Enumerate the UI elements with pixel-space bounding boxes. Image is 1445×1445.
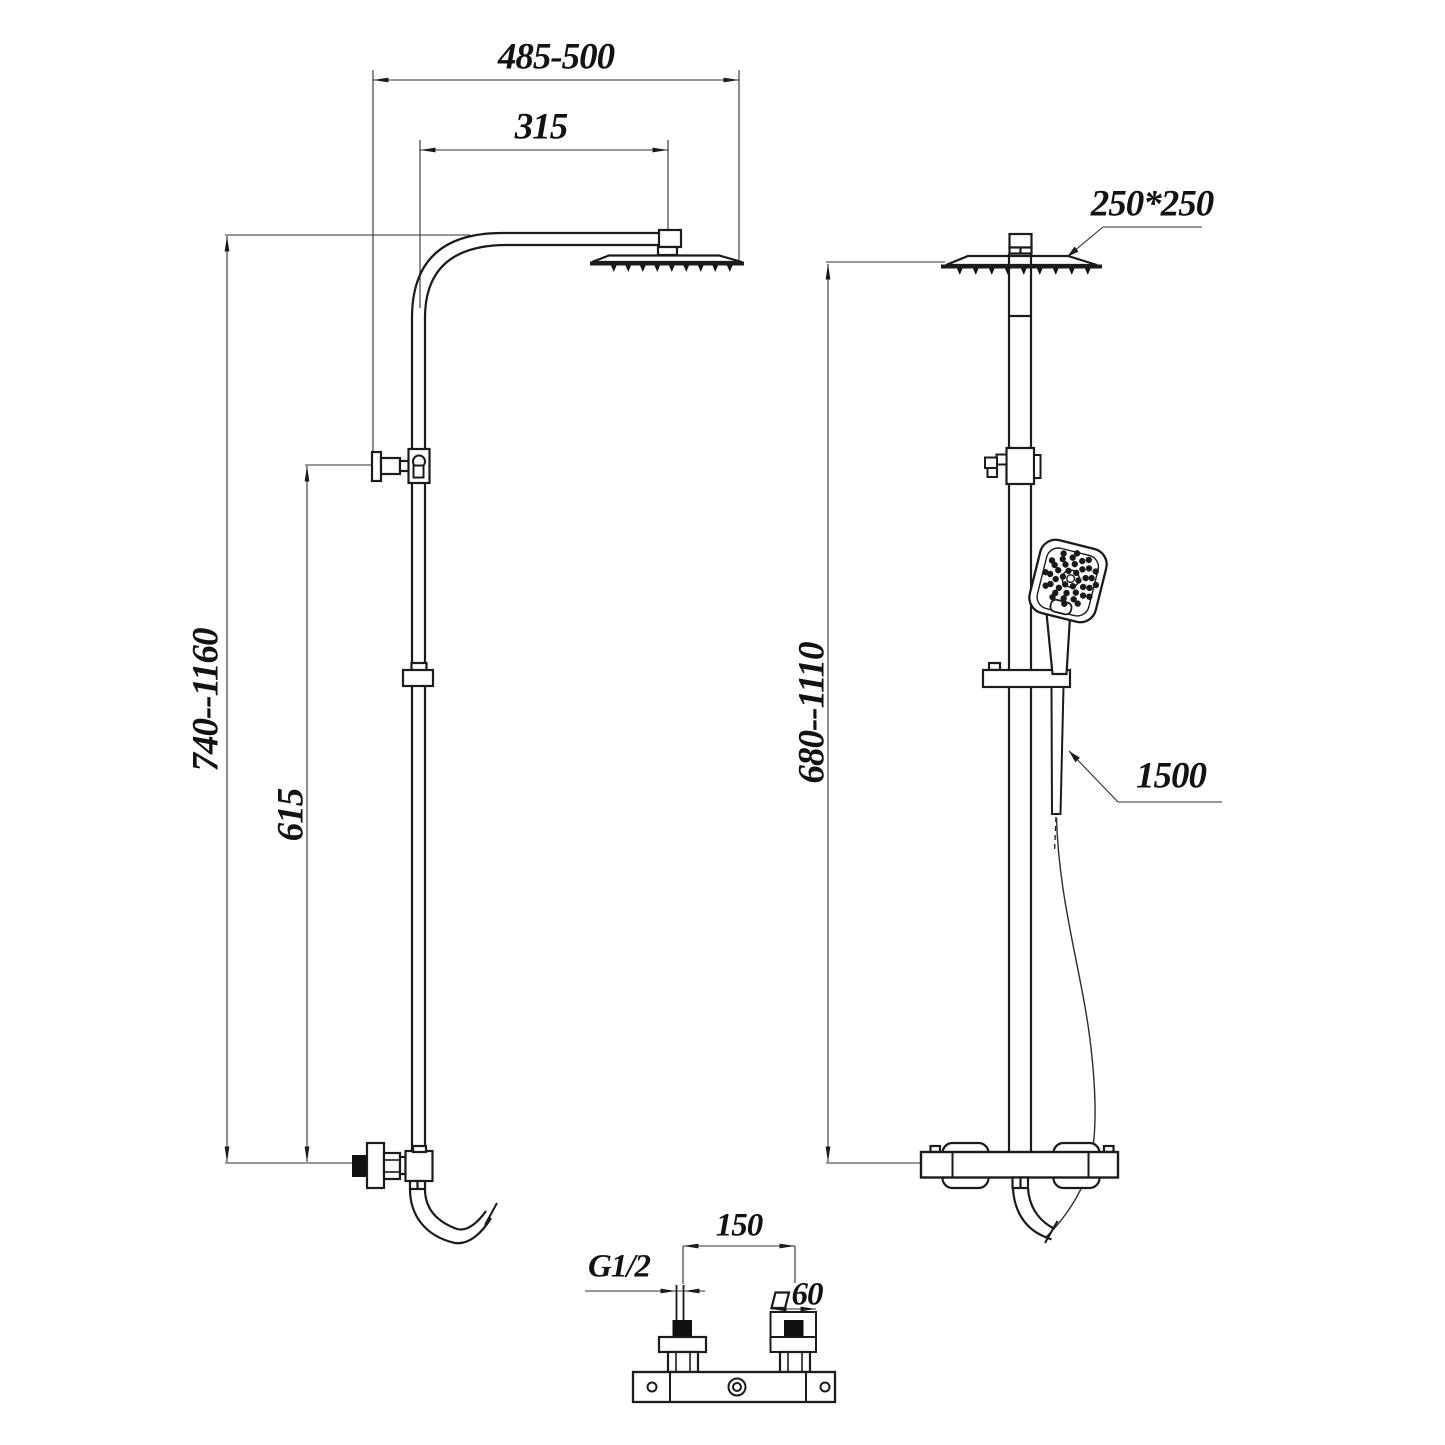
dim-inlet-spacing bbox=[682, 1243, 796, 1284]
dim-head-size-label: 250*250 bbox=[1090, 183, 1214, 225]
spray-nozzles-side-icon bbox=[611, 265, 733, 272]
inlet-right-top bbox=[769, 1311, 817, 1374]
hand-shower-head bbox=[1028, 538, 1108, 624]
dim-arm-projection bbox=[419, 140, 669, 308]
dim-head-size-leader bbox=[1066, 226, 1202, 258]
dim-overall-width-label: 485-500 bbox=[497, 36, 615, 78]
screw-hole-right-icon bbox=[819, 1381, 831, 1393]
dim-inlet-thread-label: G1/2 bbox=[588, 1248, 651, 1285]
riser-pipe-front bbox=[1007, 253, 1033, 1152]
spray-dots-icon bbox=[1042, 550, 1100, 607]
dim-inlet-spacing-label: 150 bbox=[715, 1207, 763, 1244]
dim-hose-length-leader bbox=[1068, 750, 1222, 803]
dim-valve-body-width-label: 60 bbox=[791, 1276, 824, 1313]
front-view bbox=[825, 226, 1222, 1244]
shower-hose-front bbox=[1044, 817, 1096, 1239]
rain-head-side bbox=[590, 254, 744, 272]
hose-side bbox=[408, 1188, 498, 1245]
dim-column-height-front-label: 680--1110 bbox=[791, 642, 833, 784]
dim-column-height-front bbox=[825, 261, 945, 1164]
dim-bracket-height bbox=[304, 464, 372, 1162]
wall-bracket-side bbox=[370, 447, 431, 485]
shower-arm-and-riser bbox=[410, 228, 683, 1151]
inlet-valve-side bbox=[352, 1141, 434, 1191]
screw-hole-left-icon bbox=[646, 1381, 658, 1393]
dim-column-height-side bbox=[224, 234, 470, 1164]
dim-column-height-side-label: 740--1160 bbox=[185, 628, 227, 772]
valve-body-top bbox=[631, 1370, 837, 1404]
wall-bracket-front bbox=[984, 446, 1042, 486]
slide-rail-holder bbox=[981, 661, 1072, 689]
break-mark-icon bbox=[1044, 1220, 1059, 1244]
break-mark-icon bbox=[484, 1202, 498, 1226]
square-section-icon bbox=[770, 1291, 791, 1310]
mixer-body bbox=[919, 1150, 1120, 1179]
dim-valve-body-width bbox=[770, 1291, 816, 1312]
mixer-valve-front bbox=[919, 1141, 1120, 1244]
side-view bbox=[224, 70, 744, 1245]
valve-top-view bbox=[585, 1243, 837, 1404]
dim-hose-length-label: 1500 bbox=[1136, 755, 1207, 797]
dim-arm-projection-label: 315 bbox=[514, 106, 568, 148]
spray-nozzles-front-icon bbox=[957, 268, 1091, 275]
inlet-left-top bbox=[657, 1285, 708, 1374]
slider-bracket-side bbox=[401, 661, 435, 688]
dim-bracket-height-label: 615 bbox=[270, 788, 312, 842]
rain-head-front bbox=[941, 232, 1102, 275]
hand-shower-wand bbox=[1045, 611, 1072, 853]
dim-overall-width bbox=[372, 70, 740, 456]
